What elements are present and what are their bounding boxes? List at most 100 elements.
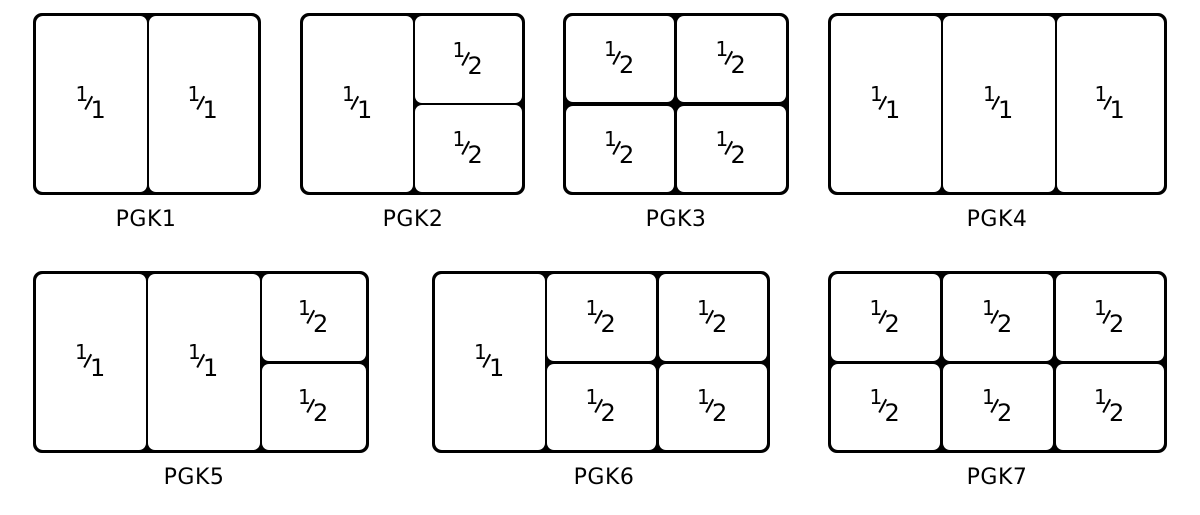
fraction-numerator: 1	[715, 37, 729, 61]
fraction-numerator: 1	[982, 295, 995, 320]
fraction-denominator: 2	[730, 51, 746, 79]
fraction-denominator: 2	[619, 141, 635, 169]
layout-label: PGK5	[163, 465, 225, 490]
fraction-denominator: 1	[357, 96, 373, 124]
fraction-numerator: 1	[697, 385, 710, 409]
fraction-denominator: 2	[600, 399, 616, 427]
fraction-numerator: 1	[342, 82, 355, 106]
fraction-denominator: 2	[313, 399, 329, 427]
fraction-numerator: 1	[1094, 82, 1108, 106]
layout-label: PGK4	[966, 207, 1028, 232]
fraction-numerator: 1	[75, 82, 89, 106]
fraction-denominator: 2	[619, 51, 635, 79]
layout-label: PGK2	[382, 207, 444, 232]
fraction-denominator: 2	[600, 309, 616, 338]
fraction-denominator: 1	[202, 96, 218, 124]
fraction-denominator: 1	[90, 354, 106, 382]
fraction-denominator: 2	[467, 140, 483, 169]
fraction-numerator: 1	[869, 385, 883, 409]
fraction-numerator: 1	[298, 385, 311, 409]
fraction-numerator: 1	[187, 82, 201, 106]
fraction-denominator: 2	[997, 399, 1013, 427]
fraction-denominator: 1	[998, 96, 1014, 124]
layout-label: PGK3	[645, 207, 707, 232]
fraction-numerator: 1	[585, 295, 599, 320]
fraction-denominator: 1	[489, 354, 505, 382]
fraction-numerator: 1	[585, 385, 599, 409]
fraction-numerator: 1	[188, 340, 201, 364]
fraction-numerator: 1	[604, 127, 617, 151]
fraction-denominator: 2	[884, 399, 900, 427]
fraction-numerator: 1	[870, 82, 883, 106]
fraction-numerator: 1	[604, 37, 617, 61]
fraction-denominator: 2	[313, 309, 329, 338]
fraction-denominator: 1	[885, 96, 901, 124]
fraction-numerator: 1	[452, 126, 466, 151]
fraction-numerator: 1	[982, 385, 995, 409]
fraction-denominator: 2	[884, 309, 900, 338]
fraction-numerator: 1	[1094, 295, 1107, 320]
fraction-denominator: 2	[467, 51, 483, 80]
fraction-denominator: 2	[730, 141, 746, 169]
fraction-numerator: 1	[75, 340, 88, 364]
fraction-denominator: 2	[1109, 399, 1125, 427]
layout-label: PGK7	[966, 465, 1028, 490]
fraction-numerator: 1	[715, 127, 729, 151]
fraction-denominator: 2	[712, 399, 728, 427]
fraction-numerator: 1	[869, 295, 883, 320]
fraction-denominator: 2	[712, 309, 728, 338]
fraction-denominator: 2	[1109, 309, 1125, 338]
fraction-numerator: 1	[697, 295, 710, 320]
fraction-denominator: 1	[1109, 96, 1125, 124]
